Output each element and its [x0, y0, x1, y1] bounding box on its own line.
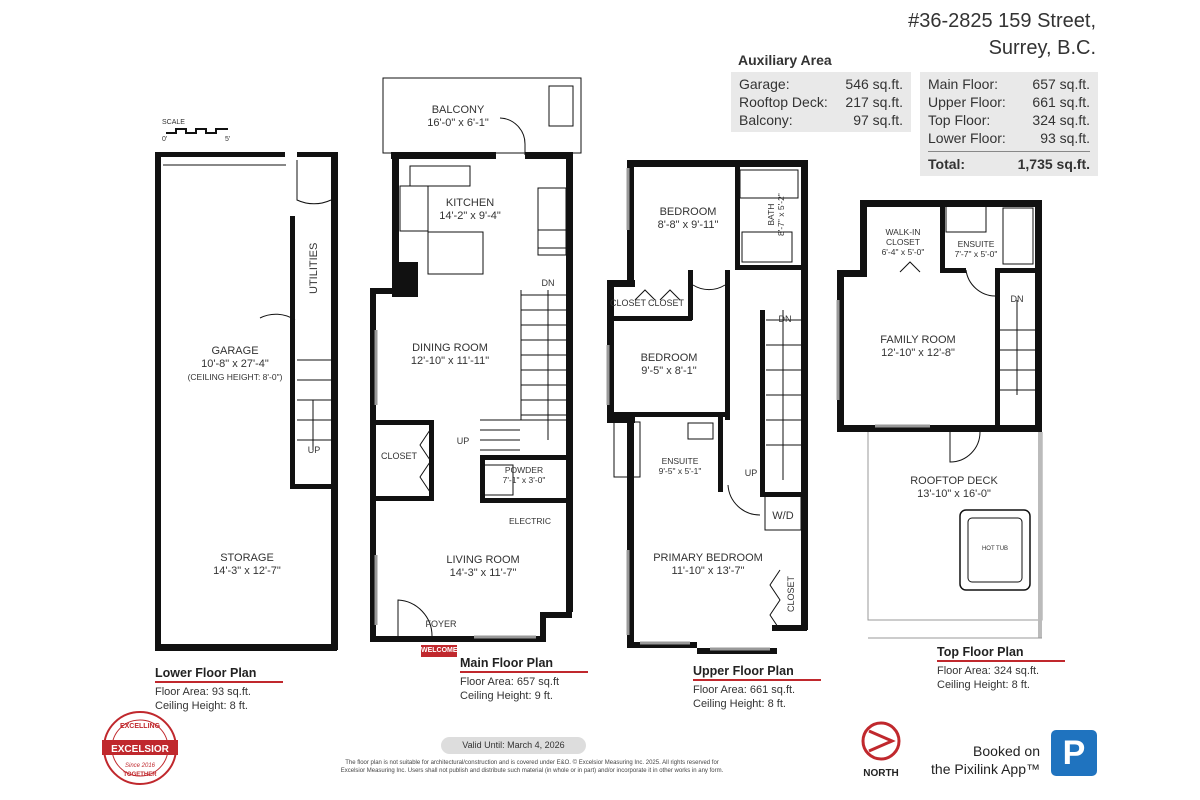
- room-wd: W/D: [772, 510, 794, 522]
- room-kitchen: KITCHEN 14'-2" x 9'-4": [439, 197, 501, 222]
- main-floor-ceiling: Ceiling Height: 9 ft.: [460, 690, 553, 702]
- scale-max: 5': [225, 136, 230, 143]
- lower-floor-title: Lower Floor Plan: [155, 666, 257, 680]
- room-closet-up-b: CLOSET: [647, 298, 685, 308]
- room-bedroom-2: BEDROOM 9'-5" x 8'-1": [640, 352, 698, 377]
- excelsior-badge: [102, 711, 178, 785]
- scale-bar: SCALE 0' 5': [162, 119, 230, 143]
- lower-floor-area: Floor Area: 93 sq.ft.: [155, 686, 251, 698]
- upper-floor-area: Floor Area: 661 sq.ft.: [693, 684, 796, 696]
- area-row: Lower Floor:93 sq.ft.: [928, 130, 1090, 146]
- room-foyer: FOYER: [425, 619, 457, 629]
- room-balcony: BALCONY 16'-0" x 6'-1": [427, 104, 489, 129]
- total-row: Total:1,735 sq.ft.: [928, 151, 1090, 173]
- room-utilities: UTILITIES: [308, 242, 320, 294]
- caption-underline: [460, 671, 588, 673]
- area-row: Main Floor:657 sq.ft.: [928, 76, 1090, 92]
- top-floor-caption: Top Floor Plan Floor Area: 324 sq.ft. Ce…: [937, 645, 1065, 692]
- room-living: LIVING ROOM 14'-3" x 11'-7": [446, 554, 520, 579]
- aux-row: Garage:546 sq.ft.: [739, 76, 903, 92]
- property-address: #36-2825 159 Street, Surrey, B.C.: [908, 8, 1096, 62]
- lower-floor-caption: Lower Floor Plan Floor Area: 93 sq.ft. C…: [155, 666, 283, 713]
- top-floor-plan: [836, 200, 1043, 639]
- room-ensuite-top: ENSUITE 7'-7" x 5'-0": [954, 239, 998, 259]
- room-dining: DINING ROOM 12'-10" x 11'-11": [410, 342, 490, 367]
- address-line-1: #36-2825 159 Street,: [908, 10, 1096, 32]
- upper-floor-ceiling: Ceiling Height: 8 ft.: [693, 698, 786, 710]
- north-label: NORTH: [863, 768, 899, 779]
- disclaimer: The floor plan is not suitable for archi…: [340, 760, 724, 774]
- badge-name: EXCELSIOR: [111, 744, 170, 755]
- auxiliary-area-box: Garage:546 sq.ft. Rooftop Deck:217 sq.ft…: [731, 72, 911, 132]
- upper-floor-plan: [606, 160, 808, 654]
- top-floor-title: Top Floor Plan: [937, 645, 1024, 659]
- hot-tub: HOT TUB: [981, 546, 1009, 552]
- valid-until-badge: Valid Until: March 4, 2026: [441, 737, 586, 754]
- stairs-up-main: UP: [456, 436, 470, 446]
- pixilink-logo-icon[interactable]: P: [1051, 730, 1097, 776]
- aux-row: Balcony:97 sq.ft.: [739, 112, 903, 128]
- room-electric: ELECTRIC: [508, 516, 552, 526]
- floor-area-box: Main Floor:657 sq.ft. Upper Floor:661 sq…: [920, 72, 1098, 176]
- room-garage: GARAGE 10'-8" x 27'-4" (CEILING HEIGHT: …: [187, 345, 283, 382]
- room-bath: BATH 8'-7" x 5'-2": [766, 193, 786, 236]
- area-row: Upper Floor:661 sq.ft.: [928, 94, 1090, 110]
- scale-min: 0': [162, 136, 167, 143]
- caption-underline: [937, 660, 1065, 662]
- room-closet-up-a: CLOSET: [609, 298, 647, 308]
- main-floor-area: Floor Area: 657 sq.ft: [460, 676, 560, 688]
- caption-underline: [693, 679, 821, 681]
- upper-floor-title: Upper Floor Plan: [693, 664, 794, 678]
- stairs-up-upper: UP: [744, 468, 758, 478]
- stairs-dn-upper: DN: [778, 314, 792, 324]
- top-floor-area: Floor Area: 324 sq.ft.: [937, 665, 1040, 677]
- room-closet-main: CLOSET: [380, 451, 418, 461]
- lower-floor-ceiling: Ceiling Height: 8 ft.: [155, 700, 248, 712]
- stairs-dn-top: DN: [1010, 294, 1024, 304]
- aux-row: Rooftop Deck:217 sq.ft.: [739, 94, 903, 110]
- room-closet-primary: CLOSET: [786, 575, 796, 612]
- main-floor-title: Main Floor Plan: [460, 656, 554, 670]
- room-rooftop-deck: ROOFTOP DECK 13'-10" x 16'-0": [910, 475, 998, 500]
- booked-on-text: Booked on the Pixilink App™: [931, 743, 1040, 777]
- address-line-2: Surrey, B.C.: [988, 37, 1096, 59]
- top-floor-ceiling: Ceiling Height: 8 ft.: [937, 679, 1030, 691]
- area-row: Top Floor:324 sq.ft.: [928, 112, 1090, 128]
- upper-floor-caption: Upper Floor Plan Floor Area: 661 sq.ft. …: [693, 664, 821, 711]
- scale-label: SCALE: [162, 119, 185, 126]
- room-ensuite-up: ENSUITE 9'-5" x 5'-1": [658, 456, 702, 476]
- caption-underline: [155, 681, 283, 683]
- room-powder: POWDER 7'-1" x 3'-0": [502, 465, 546, 485]
- badge-top-text: EXCELLING: [120, 723, 161, 730]
- room-bedroom-1: BEDROOM 8'-8" x 9'-11": [657, 206, 719, 231]
- main-floor-plan: [370, 77, 582, 642]
- badge-bottom-text: TOGETHER: [123, 772, 157, 778]
- welcome-mat: WELCOME: [421, 645, 458, 657]
- room-walk-in-closet: WALK-IN CLOSET 6'-4" x 5'-0": [881, 227, 925, 257]
- auxiliary-area-title: Auxiliary Area: [738, 52, 832, 68]
- badge-since: Since 2016: [125, 763, 156, 769]
- lower-floor-plan: [155, 152, 338, 651]
- stairs-dn-main: DN: [541, 278, 555, 288]
- north-compass-icon: [861, 721, 901, 761]
- room-primary-bedroom: PRIMARY BEDROOM 11'-10" x 13'-7": [653, 552, 763, 577]
- main-floor-caption: Main Floor Plan Floor Area: 657 sq.ft Ce…: [460, 656, 588, 703]
- stairs-up-lower: UP: [307, 445, 321, 455]
- room-family: FAMILY ROOM 12'-10" x 12'-8": [880, 334, 956, 359]
- room-storage: STORAGE 14'-3" x 12'-7": [213, 552, 281, 577]
